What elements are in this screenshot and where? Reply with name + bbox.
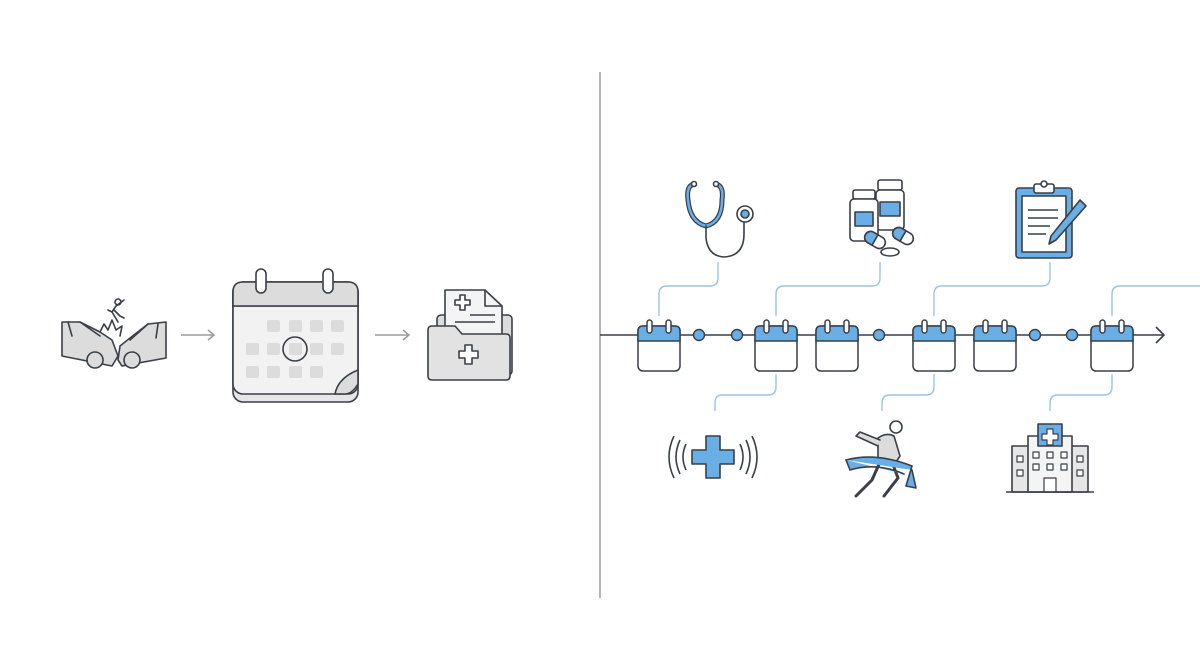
medical-cross-signal-icon (668, 435, 758, 479)
timeline-calendar-icon (754, 319, 798, 372)
hospital-icon (1006, 423, 1094, 493)
timeline-dot (872, 328, 886, 342)
connectors (658, 262, 1200, 411)
timeline-dot (1028, 328, 1042, 342)
timeline-dot (1065, 328, 1079, 342)
stethoscope-icon (685, 180, 754, 258)
flow-arrow-head (402, 329, 411, 341)
timeline-calendar-icon (912, 319, 956, 372)
medicine-bottles-icon (849, 179, 915, 257)
timeline-calendar-icon (815, 319, 859, 372)
physical-therapy-icon (845, 420, 917, 498)
timeline-dot (692, 328, 706, 342)
flow-arrow-head (207, 329, 216, 341)
timeline-markers (637, 319, 1134, 372)
clipboard-icon (1015, 180, 1087, 259)
highlighted-date (282, 336, 308, 362)
timeline-arrow-head (1155, 326, 1166, 344)
calendar-icon (232, 268, 359, 403)
timeline-calendar-icon (1090, 319, 1134, 372)
timeline-calendar-icon (637, 319, 681, 372)
medical-folder-icon (427, 289, 513, 381)
timeline-calendar-icon (973, 319, 1017, 372)
car-crash-icon (61, 298, 167, 369)
timeline-dot (730, 328, 744, 342)
